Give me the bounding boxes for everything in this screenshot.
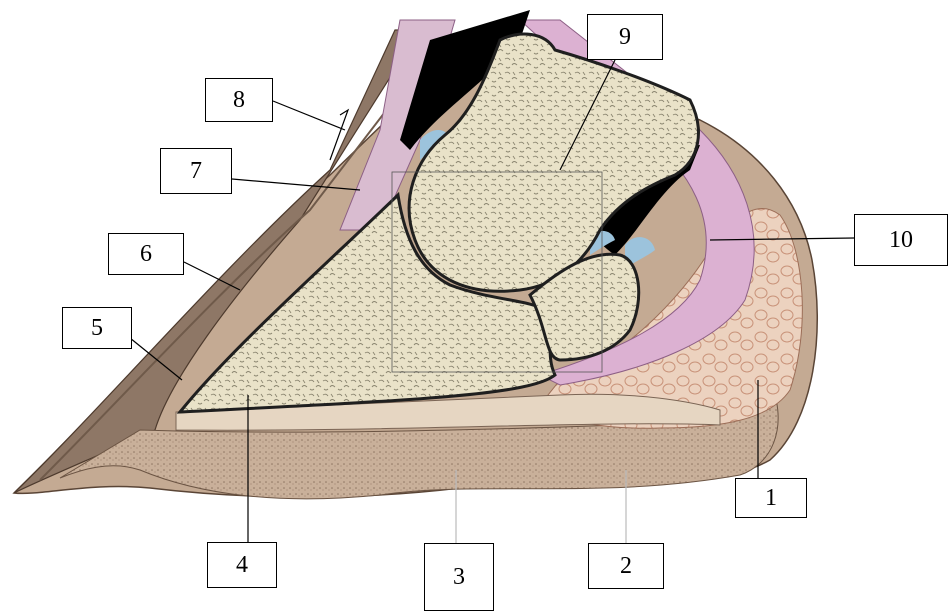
label-5: 5 (62, 307, 132, 349)
leader-line-8 (273, 101, 345, 130)
label-7: 7 (160, 148, 232, 194)
label-3: 3 (424, 543, 494, 611)
label-9: 9 (587, 14, 663, 60)
label-2: 2 (588, 543, 664, 589)
label-8: 8 (205, 78, 273, 122)
label-4: 4 (207, 542, 277, 588)
label-6: 6 (108, 233, 184, 275)
label-1: 1 (735, 478, 807, 518)
label-10: 10 (854, 214, 948, 266)
